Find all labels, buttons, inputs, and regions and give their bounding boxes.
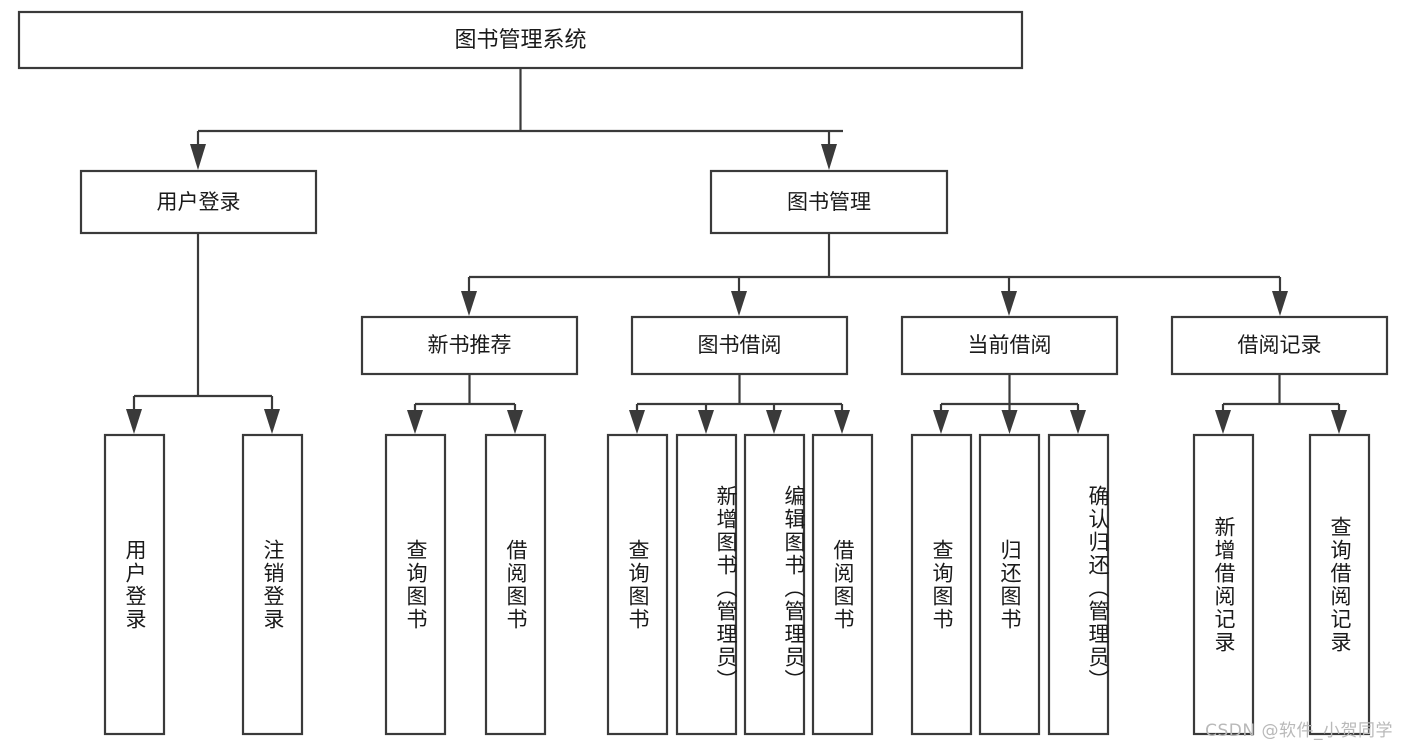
leaf-box-borrow-record-1[interactable] — [1192, 433, 1255, 736]
csdn-watermark: CSDN @软件_小贺同学 — [1205, 721, 1393, 741]
connector-borrow-record-to-leaves — [1215, 374, 1347, 434]
connector-user-login-to-leaves — [126, 233, 280, 434]
leaf-box-current-borrow-1[interactable] — [910, 433, 973, 736]
leaf-box-user-login-1[interactable] — [103, 433, 166, 736]
arrowhead-to-new-book — [461, 291, 477, 316]
arrowhead-cb-leaf-3 — [1070, 410, 1086, 434]
root-node-box[interactable] — [17, 10, 1024, 70]
node-borrow-record[interactable]: 借阅记录 — [1170, 315, 1389, 376]
leaf-box-new-book-1[interactable] — [384, 433, 447, 736]
connector-root-to-level1 — [190, 68, 843, 170]
leaf-box-book-borrow-2[interactable] — [675, 433, 738, 736]
node-book-management[interactable]: 图书管理 — [709, 169, 949, 235]
root-node-label: 图书管理系统 — [454, 28, 586, 53]
current-borrow-node-box[interactable] — [900, 315, 1119, 376]
node-new-book-recommend[interactable]: 新书推荐 — [360, 315, 579, 376]
arrowhead-br-leaf-2 — [1331, 410, 1347, 434]
leaf-box-current-borrow-3[interactable] — [1047, 433, 1110, 736]
node-root-system[interactable]: 图书管理系统 — [17, 10, 1024, 70]
connector-current-borrow-to-leaves — [933, 374, 1086, 434]
book-borrow-node-label: 图书借阅 — [698, 333, 782, 357]
node-user-login[interactable]: 用户登录 — [79, 169, 318, 235]
leaf-box-book-borrow-4[interactable] — [811, 433, 874, 736]
book-management-node-label: 图书管理 — [787, 190, 871, 214]
node-book-borrow[interactable]: 图书借阅 — [630, 315, 849, 376]
new-book-recommend-node-box[interactable] — [360, 315, 579, 376]
user-login-node-label: 用户登录 — [157, 190, 241, 214]
arrowhead-cb-leaf-1 — [933, 410, 949, 434]
arrowhead-to-book-manage — [821, 144, 837, 170]
book-management-node-box[interactable] — [709, 169, 949, 235]
arrowhead-to-current-borrow — [1001, 291, 1017, 316]
leaf-box-book-borrow-1[interactable] — [606, 433, 669, 736]
leaf-box-borrow-record-2[interactable] — [1308, 433, 1371, 736]
arrowhead-bb-leaf-4 — [834, 410, 850, 434]
book-borrow-node-box[interactable] — [630, 315, 849, 376]
arrowhead-br-leaf-1 — [1215, 410, 1231, 434]
borrow-record-node-label: 借阅记录 — [1238, 333, 1322, 357]
new-book-recommend-node-label: 新书推荐 — [428, 333, 512, 357]
borrow-record-node-box[interactable] — [1170, 315, 1389, 376]
arrowhead-to-borrow-record — [1272, 291, 1288, 316]
connector-book-borrow-to-leaves — [629, 374, 850, 434]
arrowhead-nb-leaf-1 — [407, 410, 423, 434]
arrowhead-user-login-leaf-1 — [126, 409, 142, 434]
arrowhead-bb-leaf-3 — [766, 410, 782, 434]
arrowhead-nb-leaf-2 — [507, 410, 523, 434]
leaf-box-current-borrow-2[interactable] — [978, 433, 1041, 736]
leaf-box-new-book-2[interactable] — [484, 433, 547, 736]
arrowhead-user-login-leaf-2 — [264, 409, 280, 434]
arrowhead-bb-leaf-1 — [629, 410, 645, 434]
node-current-borrow[interactable]: 当前借阅 — [900, 315, 1119, 376]
connector-book-management-to-level2 — [461, 233, 1288, 316]
arrowhead-cb-leaf-2 — [1001, 410, 1018, 434]
connector-new-book-to-leaves — [407, 374, 523, 434]
leaf-box-book-borrow-3[interactable] — [743, 433, 806, 736]
arrowhead-bb-leaf-2 — [698, 410, 714, 434]
arrowhead-to-user-login — [190, 144, 206, 170]
current-borrow-node-label: 当前借阅 — [968, 333, 1052, 357]
arrowhead-to-book-borrow — [731, 291, 747, 316]
leaf-box-user-login-2[interactable] — [241, 433, 304, 736]
